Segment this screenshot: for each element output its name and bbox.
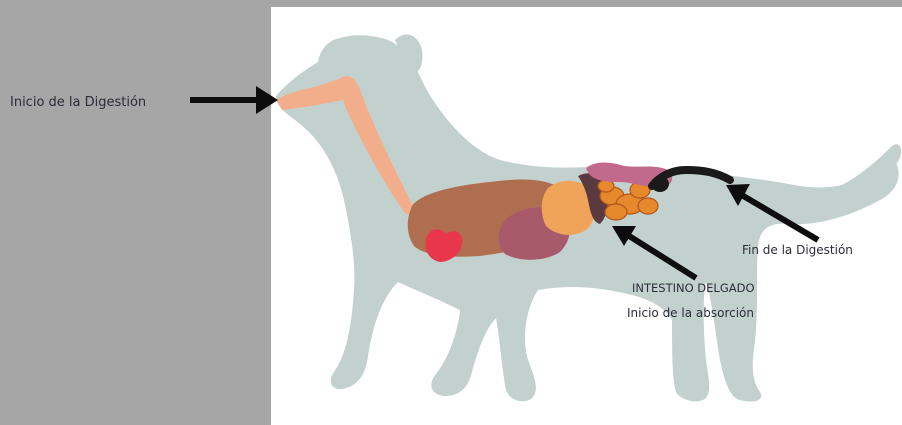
digestion-start-label: Inicio de la Digestión [10, 95, 146, 110]
arrow-right-icon [190, 86, 278, 114]
absorption-start-label: Inicio de la absorción [627, 306, 754, 320]
colon-loop [651, 176, 669, 192]
small-intestine-label: INTESTINO DELGADO [632, 281, 755, 295]
digestion-end-label: Fin de la Digestión [742, 243, 853, 257]
